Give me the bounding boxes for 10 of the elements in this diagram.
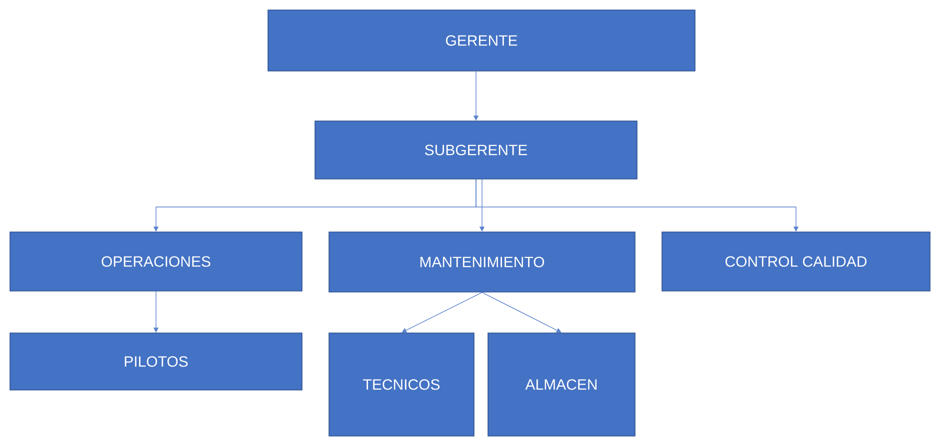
org-box: OPERACIONES (10, 232, 302, 292)
org-box: PILOTOS (10, 332, 302, 390)
org-box: CONTROL CALIDAD (662, 232, 930, 292)
arrow (402, 292, 482, 333)
org-box: TECNICOS (328, 332, 474, 436)
org-box: GERENTE (268, 10, 696, 72)
org-box: ALMACEN (488, 332, 636, 436)
org-box: MANTENIMIENTO (328, 232, 636, 292)
org-box: SUBGERENTE (314, 120, 638, 180)
arrow (482, 292, 562, 333)
